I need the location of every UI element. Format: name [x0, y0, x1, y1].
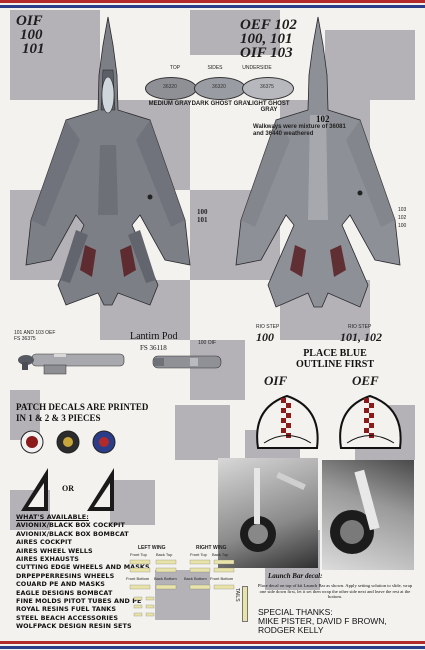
- helmet-left-label: OIF: [264, 373, 288, 388]
- landing-gear-photo-left: [218, 458, 318, 568]
- list-item: AVIONIX/BLACK BOX BOMBCAT: [16, 529, 129, 538]
- landing-gear-photo-right: [322, 460, 414, 570]
- patch-decals: [20, 430, 116, 454]
- rio-step-right-value: 101, 102: [340, 330, 382, 344]
- left-wing-label: LEFT WING: [138, 545, 166, 551]
- lantirn-pod-left: [18, 353, 125, 375]
- bottom-stripe-red: [0, 641, 425, 644]
- helmet-right-label: OEF: [352, 373, 379, 388]
- left-modex-block: OIF 100 101: [16, 13, 45, 57]
- swatch-underside-oval: [242, 77, 294, 100]
- tails-strip: [242, 586, 248, 622]
- rio-step-right-caption: RIO STEP: [348, 324, 372, 330]
- list-item: EAGLE DESIGNS BOMBCAT: [16, 588, 113, 597]
- pod-right-label: 100 OIF: [198, 340, 217, 346]
- list-item: AVIONIX/BLACK BOX COCKPIT: [16, 521, 125, 530]
- special-thanks: SPECIAL THANKS: MIKE PISTER, DAVID F BRO…: [258, 607, 387, 635]
- swatch-underside-code: 36375: [260, 84, 274, 90]
- helmet-oif: [256, 394, 319, 449]
- helmet-oef: [339, 394, 402, 449]
- walkways-note: Walkways were mixture of 36081 and 36440…: [253, 124, 346, 137]
- rio-step-left-caption: RIO STEP: [256, 324, 280, 330]
- right-wing-label: RIGHT WING: [196, 545, 227, 551]
- aircraft-bottom-view: [235, 16, 401, 308]
- list-item: AIRES EXHAUSTS: [16, 555, 79, 564]
- right-tail-labels: 103 102 100: [398, 207, 407, 229]
- wing-decal-strips-bottom: [129, 584, 235, 617]
- swatch-underside-label: UNDERSIDE: [242, 65, 272, 71]
- rw-back-bottom: Back Bottom: [184, 576, 207, 581]
- swatch-sides-name: DARK GHOST GRAY: [191, 101, 251, 107]
- pod-title: Lantirn Pod: [130, 331, 178, 342]
- left-tail-labels: 100 101: [197, 208, 208, 224]
- available-list: WHAT'S AVAILABLE: AVIONIX/BLACK BOX COCK…: [16, 513, 150, 631]
- lw-front-bottom: Front Bottom: [126, 576, 150, 581]
- patch-title: PATCH DECALS ARE PRINTED IN 1 & 2 & 3 PI…: [16, 402, 149, 423]
- swatch-top-label: TOP: [169, 65, 181, 71]
- launch-bar-text: Place decal on top of kit Launch Bar as …: [257, 583, 413, 600]
- swatch-underside-name: LIGHT GHOST GRAY: [248, 101, 290, 113]
- list-item: STEEL BEACH ACCESSORIES: [16, 613, 119, 622]
- bottom-stripe-blue: [0, 646, 425, 649]
- list-item: COUARD PE AND MASKS: [16, 580, 105, 589]
- wing-decal-strips-top: [129, 559, 235, 573]
- lw-back-top: Back Top: [156, 552, 173, 557]
- launch-bar-title: Launch Bar decal:: [268, 572, 323, 580]
- swatch-sides-code: 36320: [212, 84, 226, 90]
- list-item: DRPEPPERRESINS WHEELS: [16, 571, 115, 580]
- list-item: AIRES WHEEL WELLS: [16, 546, 93, 555]
- rw-front-top: Front Top: [190, 552, 207, 557]
- available-title: WHAT'S AVAILABLE:: [16, 513, 89, 521]
- aircraft-top-view: [25, 16, 191, 306]
- rio-step-left-value: 100: [256, 330, 274, 344]
- pod-left-label: 101 AND 103 OEF FS 36375: [14, 330, 56, 342]
- swatch-top-name: MEDIUM GRAY: [148, 101, 192, 107]
- or-label: OR: [62, 484, 74, 493]
- lw-back-bottom: Back Bottom: [154, 576, 177, 581]
- list-item: ROYAL RESINS FUEL TANKS: [16, 605, 117, 614]
- tails-label: TAILS: [234, 588, 240, 602]
- list-item: CUTTING EDGE WHEELS AND MASKS: [16, 563, 150, 572]
- pod-code: FS 36118: [140, 344, 167, 352]
- helmet-note: PLACE BLUE OUTLINE FIRST: [295, 348, 375, 370]
- tail-decal-left: [21, 468, 48, 511]
- top-stripe-blue: [0, 5, 425, 8]
- list-item: AIRES COCKPIT: [16, 538, 72, 547]
- right-modex-block: OEF 102 100, 101 OIF 103: [240, 17, 297, 61]
- lantirn-pod-right: [152, 355, 222, 369]
- rw-back-top: Back Top: [212, 552, 229, 557]
- swatch-sides-label: SIDES: [207, 65, 223, 71]
- swatch-top-code: 36320: [163, 84, 177, 90]
- tail-decal-right: [87, 468, 114, 511]
- rw-front-bottom: Front Bottom: [210, 576, 234, 581]
- list-item: WOLFPACK DESIGN RESIN SETS: [16, 622, 132, 631]
- right-aircraft-number: 102: [316, 114, 330, 124]
- list-item: FINE MOLDS PITOT TUBES AND PE: [16, 597, 142, 606]
- top-stripe-red: [0, 0, 425, 3]
- lw-front-top: Front Top: [130, 552, 147, 557]
